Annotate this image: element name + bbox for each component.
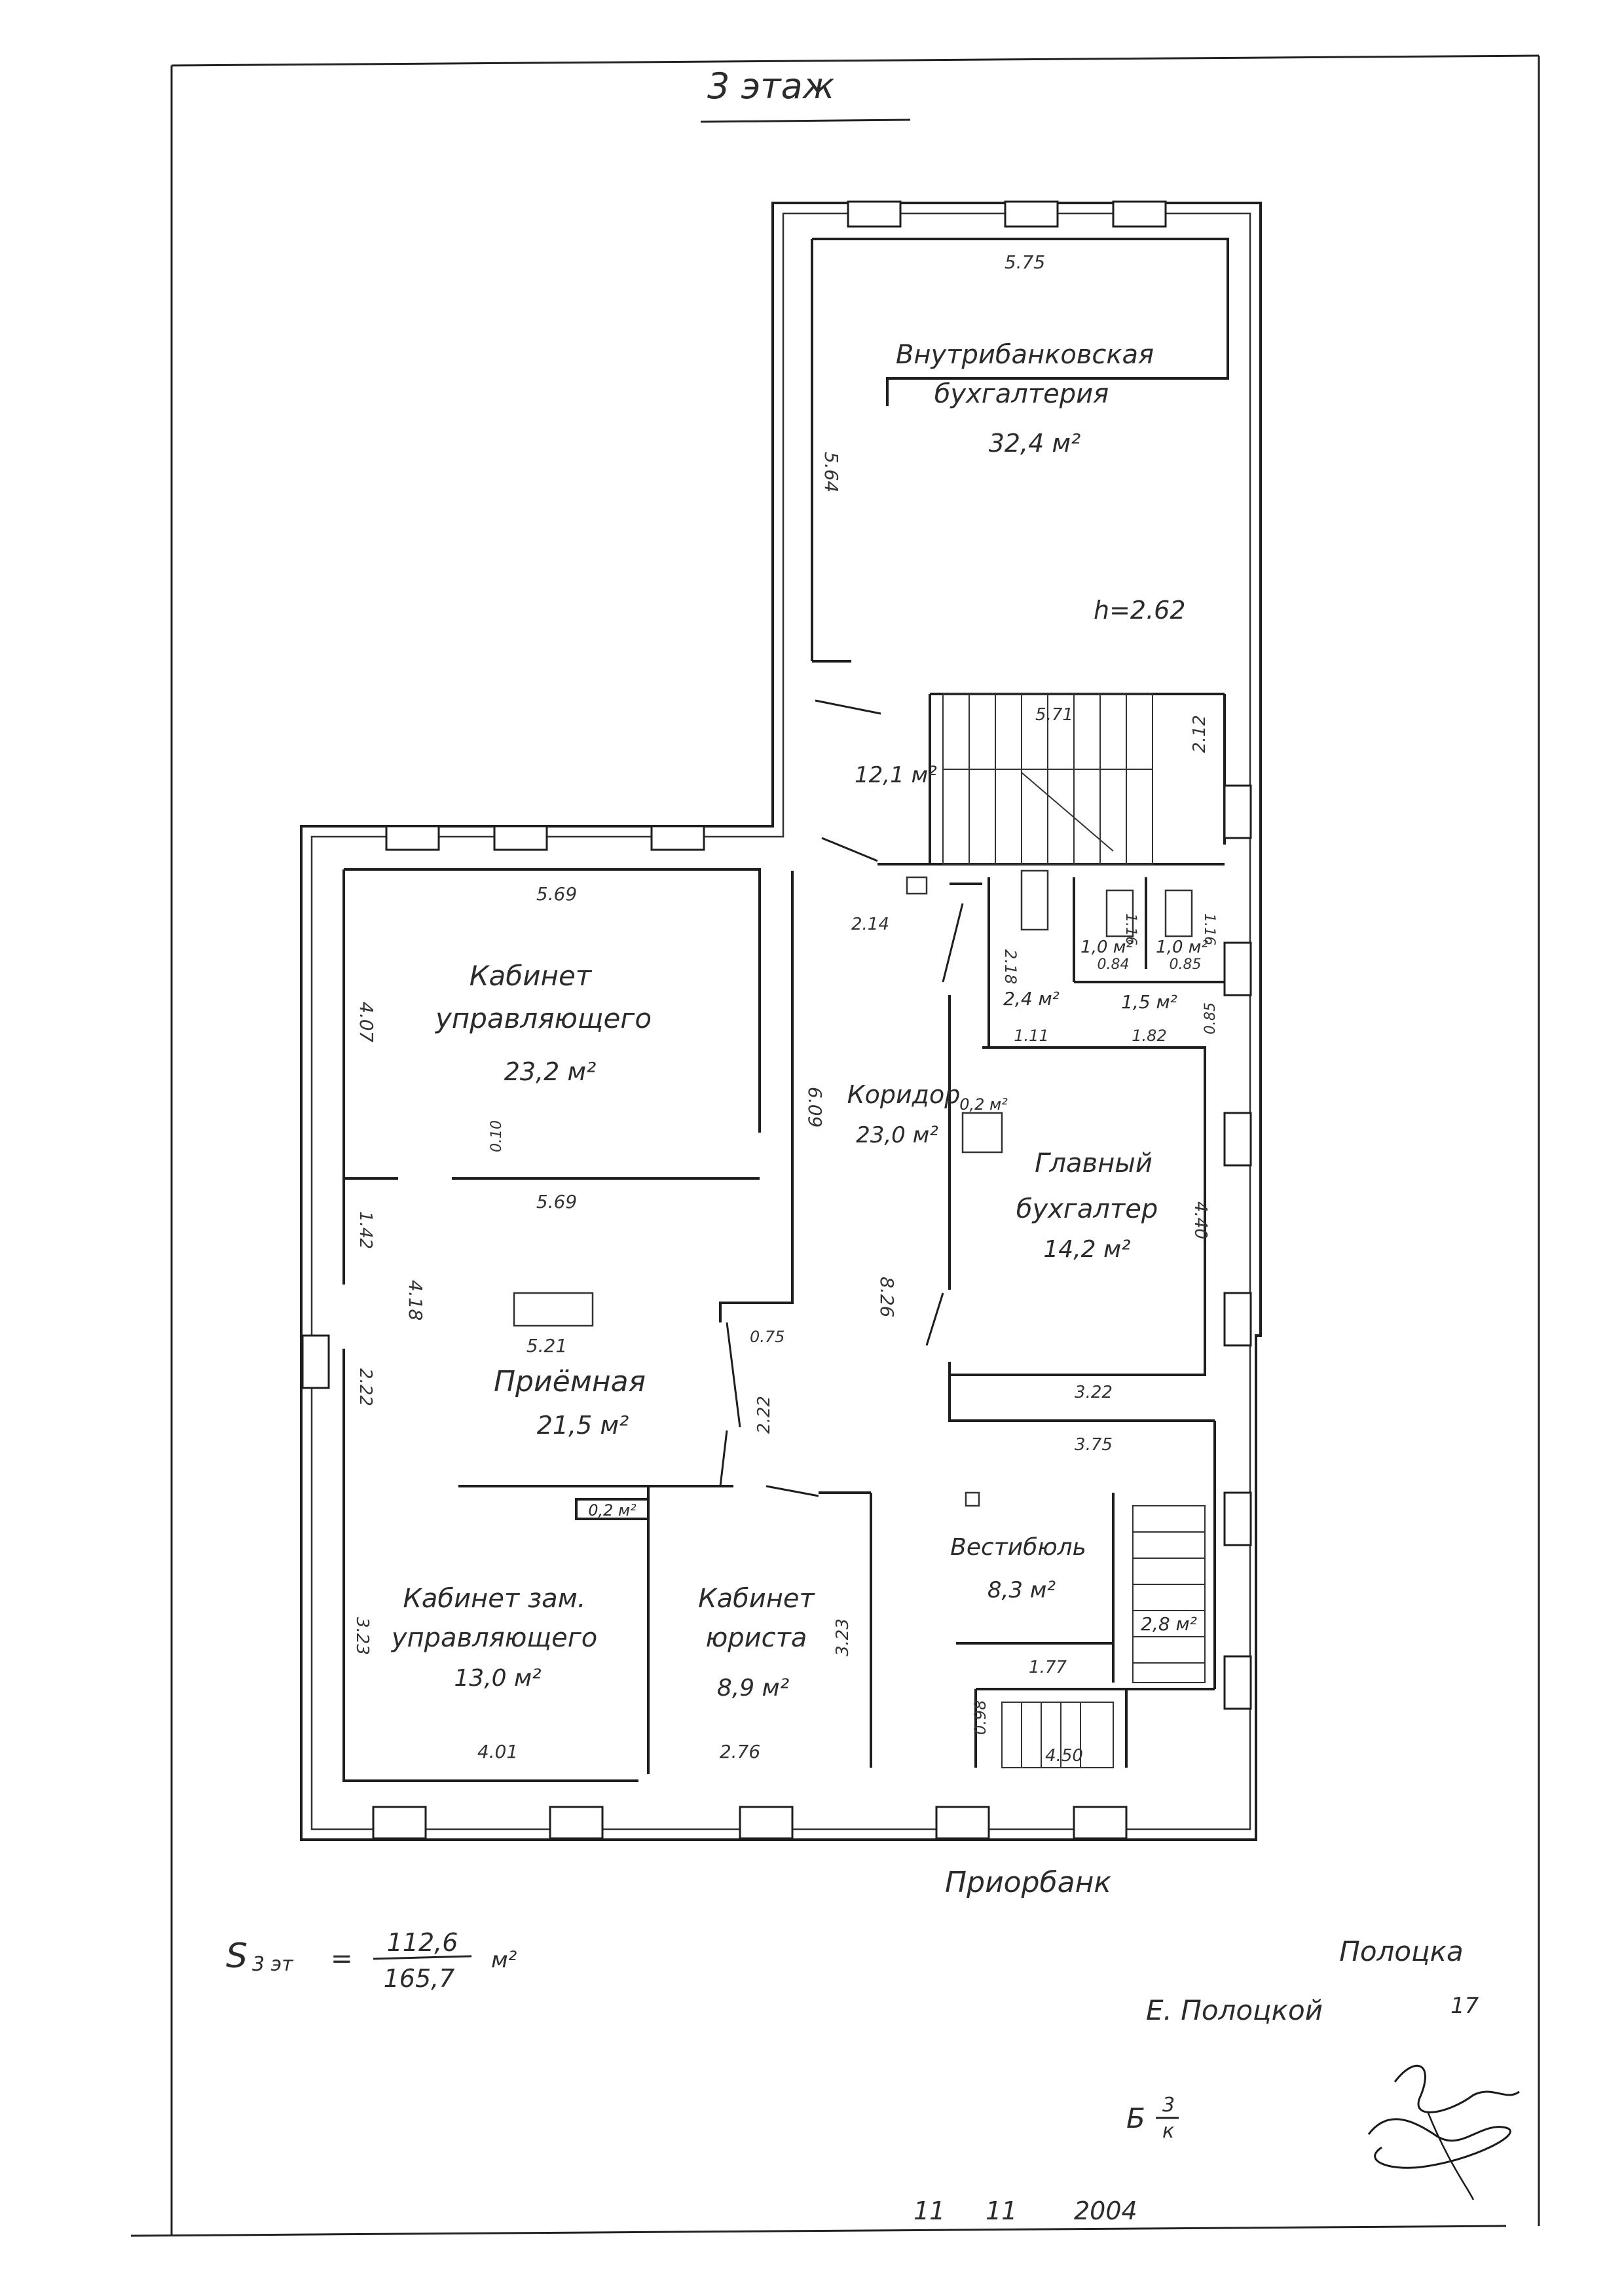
dim-cor-h2: 8.26	[876, 1277, 898, 1317]
wc2-area: 1,0 м²	[1156, 938, 1208, 957]
dim-rec-right2: 0.75	[750, 1328, 784, 1346]
vestibule-name: Вестибюль	[950, 1534, 1086, 1561]
dim-rec-left: 1.42	[356, 1211, 375, 1249]
dim-vest-w2: 1.77	[1029, 1658, 1067, 1677]
interior-walls	[342, 238, 1229, 1782]
dim-acc-w: 5.75	[1005, 251, 1045, 273]
corridor-name: Коридор	[847, 1080, 961, 1109]
area-formula-label: S	[226, 1937, 248, 1976]
sheet-den: к	[1162, 2120, 1174, 2143]
accounting-name-1: Внутрибанковская	[896, 340, 1154, 370]
area-formula-unit: м²	[491, 1947, 517, 1973]
stair-hall-area: 12,1 м²	[855, 762, 937, 788]
lobby-small-area: 1,5 м²	[1121, 991, 1177, 1013]
date-year: 2004	[1074, 2196, 1137, 2225]
dim-stair-w: 5.71	[1035, 705, 1073, 725]
chief-area: 14,2 м²	[1043, 1236, 1130, 1263]
area-formula-num: 112,6	[387, 1928, 458, 1957]
reception-table	[513, 1292, 594, 1327]
room-labels: Внутрибанковская бухгалтерия 32,4 м² h=2…	[391, 340, 1208, 1702]
lawyer-area: 8,9 м²	[717, 1675, 789, 1702]
dim-wc-w2: 1.16	[1201, 913, 1217, 945]
lawyer-name-2: юриста	[706, 1623, 807, 1653]
accounting-area: 32,4 м²	[989, 429, 1081, 458]
wc1-area: 1,0 м²	[1080, 938, 1133, 957]
chief-name-1: Главный	[1035, 1148, 1153, 1178]
dim-wc-d1: 0.84	[1098, 957, 1130, 973]
dim-lob-h: 0.85	[1202, 1002, 1219, 1034]
dimension-labels: 5.75 5.64 5.71 2.12 5.69 4.07 0.10 5.69 …	[352, 251, 1219, 1766]
fixtures	[513, 869, 1193, 1520]
dim-law-h: 3.23	[833, 1618, 853, 1656]
reception-closet	[575, 1498, 650, 1520]
date-day: 11	[913, 2196, 945, 2225]
reception-name: Приёмная	[494, 1365, 646, 1398]
dim-stair-h: 2.12	[1190, 715, 1209, 753]
chief-name-2: бухгалтер	[1016, 1194, 1158, 1224]
dim-lob-w: 1.82	[1132, 1027, 1166, 1045]
reception-closet-area: 0,2 м²	[588, 1501, 637, 1520]
dim-man-w: 5.69	[536, 883, 577, 905]
dim-dep-w: 4.01	[477, 1741, 518, 1762]
dim-acc-h: 5.64	[821, 452, 842, 492]
stairs	[942, 693, 1206, 1768]
address-city: Полоцка	[1339, 1935, 1464, 1967]
vestibule-area: 8,3 м²	[987, 1577, 1056, 1603]
corridor-closet-area: 0,2 м²	[959, 1095, 1008, 1114]
dim-cor-top: 2.14	[851, 915, 889, 934]
annotations: Приорбанк S 3 эт = 112,6 165,7 м² Полоцк…	[226, 1866, 1479, 2225]
accounting-height: h=2.62	[1094, 596, 1186, 625]
dim-rec-right: 2.22	[754, 1396, 774, 1434]
sheet-num: 3	[1162, 2094, 1175, 2117]
sheet-letter: Б	[1126, 2102, 1145, 2134]
area-formula-sub: 3 эт	[252, 1953, 294, 1976]
deputy-name-1: Кабинет зам.	[403, 1584, 585, 1614]
windows	[301, 200, 1252, 1840]
washroom-area: 2,4 м²	[1003, 988, 1060, 1010]
manager-area: 23,2 м²	[504, 1057, 597, 1086]
dim-rec-w: 5.21	[526, 1335, 567, 1357]
dim-dep-h: 3.23	[352, 1617, 372, 1655]
address-street: Е. Полоцкой	[1146, 1994, 1323, 2026]
manager-name-2: управляющего	[434, 1002, 652, 1034]
dim-stair2-h: 0.98	[971, 1700, 989, 1735]
floor-title: 3 этаж	[707, 65, 835, 107]
dim-man-h: 4.07	[356, 1002, 377, 1043]
reception-area: 21,5 м²	[537, 1411, 629, 1440]
dim-wash-h: 2.18	[1001, 949, 1020, 984]
deputy-name-2: управляющего	[391, 1623, 597, 1653]
dim-wash-w: 1.11	[1014, 1027, 1048, 1045]
corridor-closet	[961, 1112, 1003, 1154]
dim-chief-w: 3.22	[1075, 1383, 1113, 1402]
dim-man-w2: 5.69	[536, 1191, 577, 1212]
lawyer-name-1: Кабинет	[698, 1584, 815, 1614]
doors	[719, 699, 980, 1507]
deputy-area: 13,0 м²	[454, 1665, 541, 1692]
address-house: 17	[1450, 1993, 1479, 2019]
dim-wc-d2: 0.85	[1170, 957, 1202, 973]
dim-rec-left2: 2.22	[356, 1368, 375, 1406]
sheet-frame	[130, 54, 1540, 2237]
date-month: 11	[986, 2196, 1017, 2225]
building-name: Приорбанк	[945, 1866, 1111, 1899]
dim-rec-h: 4.18	[405, 1280, 426, 1321]
dim-cor-h: 6.09	[804, 1087, 826, 1127]
area-formula-bar	[373, 1955, 472, 1960]
dim-law-w: 2.76	[720, 1741, 760, 1762]
dim-vest-w: 3.75	[1075, 1435, 1113, 1455]
area-formula-den: 165,7	[384, 1964, 455, 1993]
title-underline	[700, 118, 911, 123]
dim-wc-w1: 1.16	[1122, 913, 1139, 945]
area-formula-eq: =	[331, 1944, 353, 1974]
accounting-name-2: бухгалтерия	[934, 379, 1109, 409]
dim-door-gap: 0.10	[489, 1120, 505, 1152]
manager-name-1: Кабинет	[470, 960, 593, 992]
signature	[1367, 2064, 1520, 2200]
corridor-area: 23,0 м²	[856, 1122, 938, 1148]
stair2-area: 2,8 м²	[1141, 1613, 1197, 1635]
dim-chief-h: 4.40	[1190, 1201, 1210, 1239]
dim-stair2-w: 4.50	[1045, 1746, 1083, 1766]
